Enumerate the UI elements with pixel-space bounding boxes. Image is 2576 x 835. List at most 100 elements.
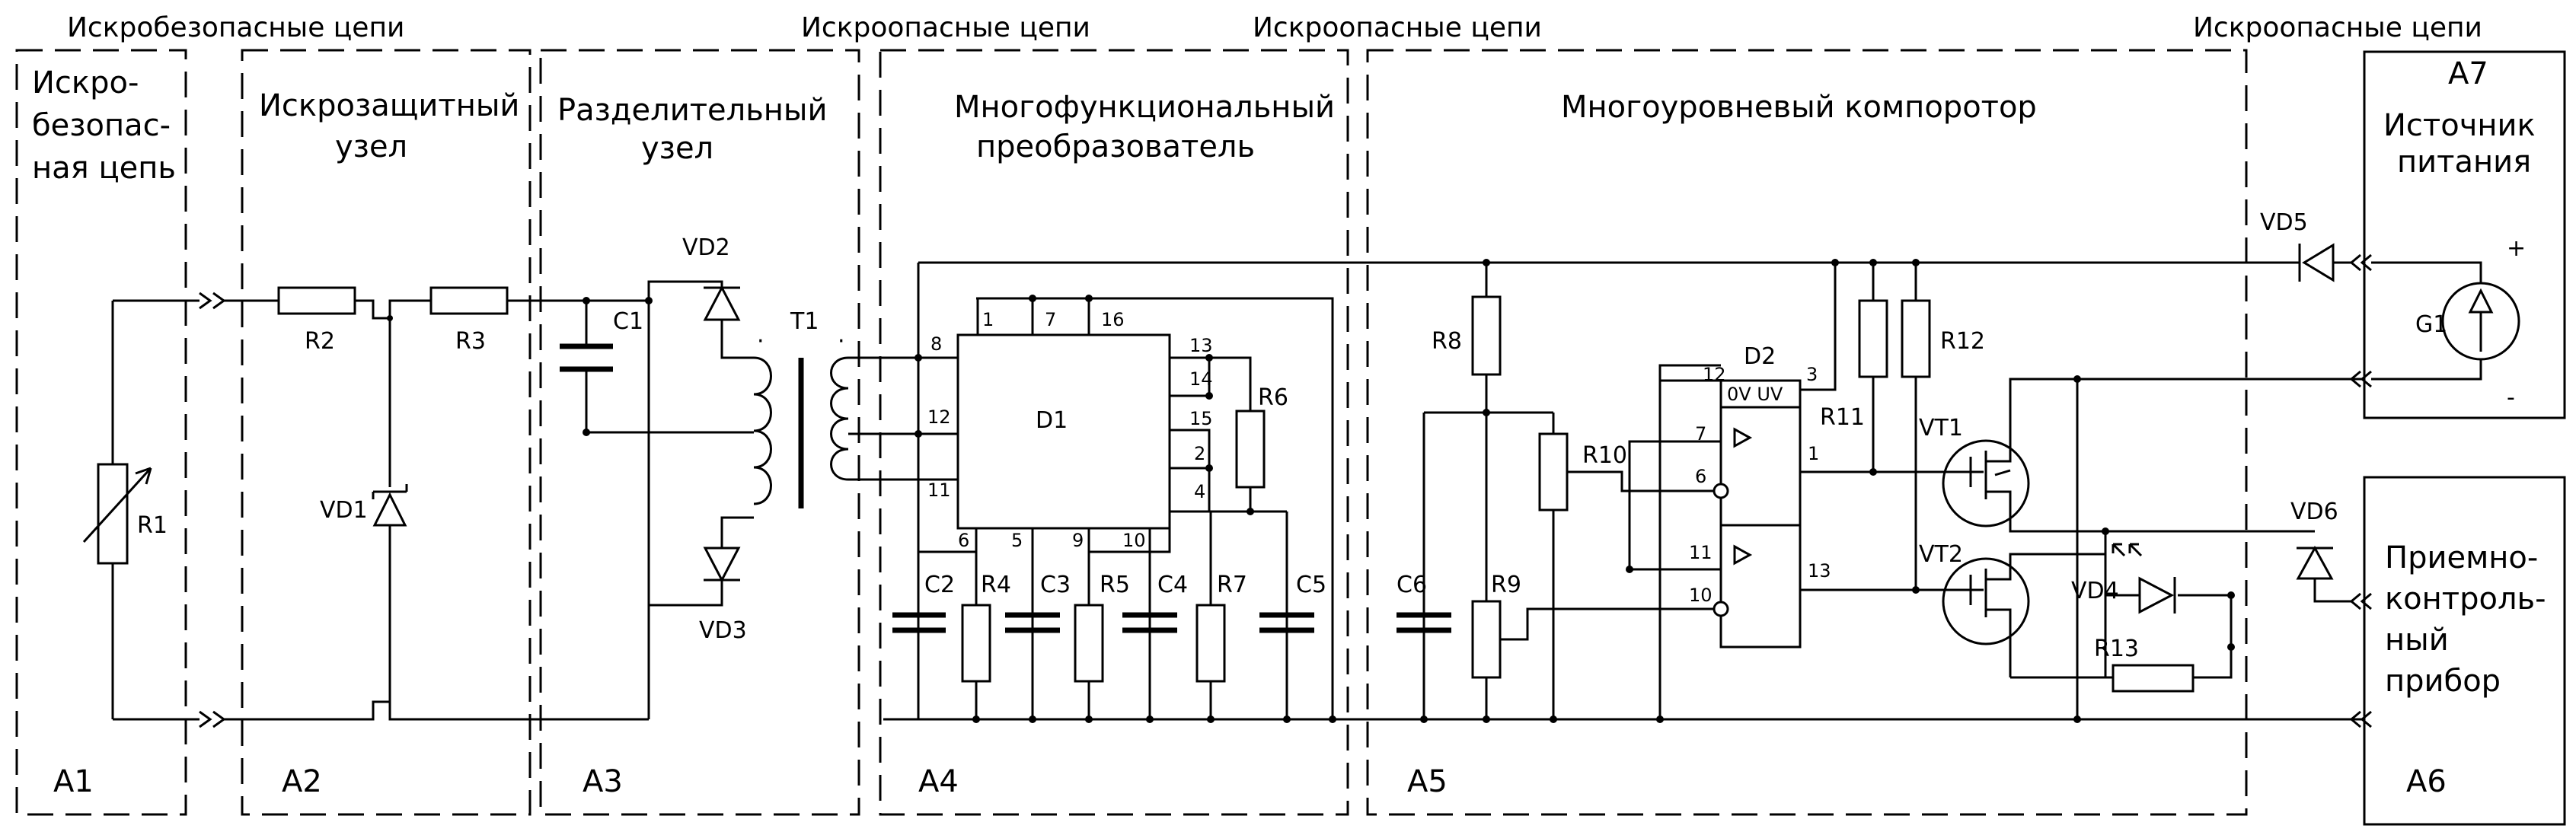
block-frame-a3 bbox=[539, 49, 860, 816]
svg-text:R1: R1 bbox=[137, 512, 168, 539]
wire-a4-power bbox=[848, 261, 2300, 719]
svg-text:9: 9 bbox=[1072, 530, 1084, 551]
svg-text:R7: R7 bbox=[1217, 572, 1247, 598]
block-id-a3: A3 bbox=[583, 764, 623, 799]
svg-text:Приемно-: Приемно- bbox=[2385, 540, 2538, 575]
zone-label-hazard-a5: Искроопасные цепи bbox=[1253, 12, 1542, 43]
svg-text:C2: C2 bbox=[924, 572, 955, 598]
block-id-a6: A6 bbox=[2406, 764, 2447, 799]
block-title-a6: Приемно- контроль- ный прибор bbox=[2385, 540, 2546, 699]
svg-text:+: + bbox=[2507, 235, 2526, 262]
block-title-a4: Многофункциональный преобразователь bbox=[954, 90, 1335, 164]
svg-text:3: 3 bbox=[1806, 364, 1818, 385]
resistor-r13: R13 bbox=[2094, 636, 2195, 693]
diode-vd3: VD3 bbox=[699, 516, 754, 644]
svg-text:15: 15 bbox=[1189, 408, 1213, 429]
svg-text:Источник: Источник bbox=[2383, 108, 2536, 143]
svg-text:10: 10 bbox=[1122, 530, 1146, 551]
capacitor-c4: C4 bbox=[1122, 572, 1188, 633]
svg-text:1: 1 bbox=[982, 309, 994, 330]
svg-text:13: 13 bbox=[1189, 335, 1213, 356]
svg-text:·: · bbox=[838, 328, 845, 355]
svg-text:VD2: VD2 bbox=[682, 234, 730, 261]
svg-text:6: 6 bbox=[958, 530, 969, 551]
block-id-a5: A5 bbox=[1407, 764, 1448, 799]
svg-text:R9: R9 bbox=[1491, 572, 1521, 598]
svg-text:преобразователь: преобразователь bbox=[976, 129, 1255, 164]
capacitor-c5: C5 bbox=[1259, 572, 1326, 633]
block-frame-a5 bbox=[1366, 49, 2248, 816]
svg-text:VD5: VD5 bbox=[2260, 209, 2308, 236]
svg-text:VD4: VD4 bbox=[2071, 578, 2119, 604]
wire-d2-inputs bbox=[1628, 379, 1721, 719]
block-frame-a6 bbox=[2363, 476, 2566, 826]
svg-text:ный: ный bbox=[2385, 623, 2449, 658]
svg-text:12: 12 bbox=[1703, 364, 1726, 385]
diode-vd2: VD2 bbox=[682, 234, 754, 359]
svg-text:13: 13 bbox=[1808, 560, 1831, 582]
svg-text:VD6: VD6 bbox=[2290, 499, 2338, 525]
zener-vd1: VD1 bbox=[320, 484, 408, 527]
block-title-a2: Искрозащитный узел bbox=[259, 88, 519, 164]
block-title-a7: Источник питания bbox=[2383, 108, 2536, 180]
diode-vd5: VD5 bbox=[2260, 209, 2351, 282]
zone-label-hazard-right: Искроопасные цепи bbox=[2193, 12, 2482, 43]
ic-d1-label: D1 bbox=[1036, 407, 1068, 434]
svg-text:прибор: прибор bbox=[2385, 664, 2501, 699]
zone-label-hazard-a4: Искроопасные цепи bbox=[801, 12, 1090, 43]
block-title-a1: Искро- безопас- ная цепь bbox=[32, 65, 176, 186]
wire-output bbox=[2009, 378, 2364, 719]
svg-text:0V UV: 0V UV bbox=[1727, 384, 1783, 405]
wire-d1-right bbox=[1170, 356, 1287, 513]
svg-text:Многофункциональный: Многофункциональный bbox=[954, 90, 1335, 125]
block-title-a5: Многоуровневый компоротор bbox=[1561, 90, 2037, 125]
svg-text:питания: питания bbox=[2397, 145, 2531, 180]
resistor-r8: R8 bbox=[1432, 295, 1502, 376]
svg-text:R5: R5 bbox=[1100, 572, 1130, 598]
wire-a2-top bbox=[224, 299, 586, 320]
diode-vd6: VD6 bbox=[2290, 499, 2351, 603]
svg-text:C3: C3 bbox=[1040, 572, 1071, 598]
svg-text:Искрозащитный: Искрозащитный bbox=[259, 88, 519, 123]
svg-text:VD3: VD3 bbox=[699, 617, 747, 644]
svg-text:1: 1 bbox=[1808, 443, 1819, 464]
resistor-r4: R4 bbox=[961, 572, 1011, 683]
svg-text:R4: R4 bbox=[981, 572, 1011, 598]
svg-text:R8: R8 bbox=[1432, 328, 1462, 355]
svg-text:10: 10 bbox=[1689, 585, 1713, 606]
resistor-r11 bbox=[1858, 299, 1888, 378]
svg-text:11: 11 bbox=[927, 480, 951, 501]
svg-text:D2: D2 bbox=[1744, 343, 1776, 370]
resistor-r5: R5 bbox=[1074, 572, 1130, 683]
resistor-r1: R1 bbox=[82, 299, 200, 721]
transistor-vt2: VT2 bbox=[1919, 541, 2030, 677]
capacitor-c3: C3 bbox=[1005, 572, 1071, 633]
block-id-a7: A7 bbox=[2448, 56, 2488, 91]
svg-text:безопас-: безопас- bbox=[32, 108, 171, 143]
svg-text:R2: R2 bbox=[305, 328, 335, 355]
svg-text:11: 11 bbox=[1689, 542, 1713, 563]
svg-text:4: 4 bbox=[1194, 481, 1205, 502]
svg-text:C5: C5 bbox=[1296, 572, 1326, 598]
resistor-r3: R3 bbox=[429, 286, 509, 355]
connector-a1-a2 bbox=[199, 292, 226, 728]
svg-text:Искро-: Искро- bbox=[32, 65, 139, 100]
svg-text:7: 7 bbox=[1045, 309, 1056, 330]
svg-text:Разделительный: Разделительный bbox=[557, 93, 828, 128]
block-frame-a4 bbox=[879, 49, 1349, 816]
svg-text:R3: R3 bbox=[455, 328, 486, 355]
svg-text:7: 7 bbox=[1695, 423, 1706, 445]
svg-text:ная цепь: ная цепь bbox=[32, 151, 176, 186]
block-frame-a2 bbox=[241, 49, 531, 816]
svg-text:8: 8 bbox=[930, 333, 942, 355]
wire-a4-top-loop bbox=[976, 297, 1334, 719]
svg-text:2: 2 bbox=[1194, 443, 1205, 464]
source-g1: G1 + - bbox=[2371, 235, 2526, 411]
svg-text:узел: узел bbox=[335, 129, 407, 164]
svg-text:R12: R12 bbox=[1940, 328, 1985, 355]
capacitor-c6: C6 bbox=[1397, 572, 1451, 633]
resistor-r7: R7 bbox=[1195, 572, 1247, 683]
svg-text:R6: R6 bbox=[1258, 384, 1288, 411]
svg-text:узел: узел bbox=[641, 131, 713, 166]
zone-label-safe: Искробезопасные цепи bbox=[67, 12, 404, 43]
